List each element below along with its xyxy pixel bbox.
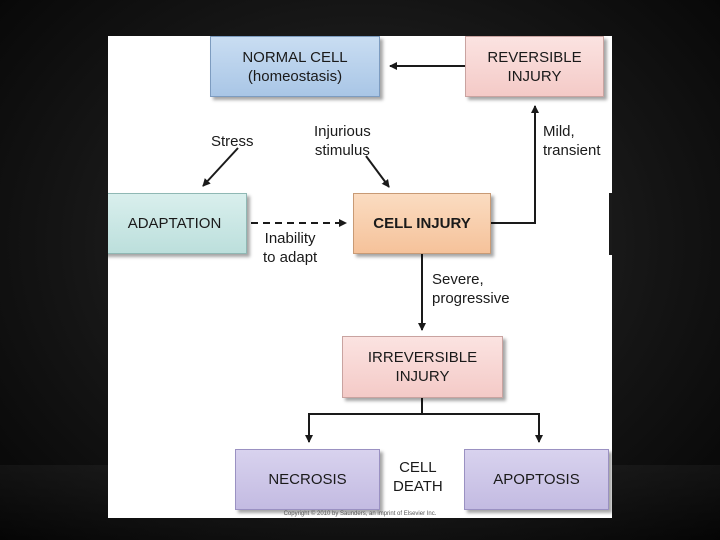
node-irreversible-injury: IRREVERSIBLE INJURY: [342, 336, 503, 398]
edge-label-stress: Stress: [211, 132, 254, 151]
edge-label-cell-death: CELL DEATH: [393, 458, 443, 496]
cropped-box-edge: [609, 193, 612, 255]
node-apoptosis-label: APOPTOSIS: [493, 471, 580, 488]
node-cell-injury: CELL INJURY: [353, 193, 491, 254]
node-irreversible-injury-line2: INJURY: [395, 368, 450, 385]
arrow-stress-to-adaptation: [202, 147, 239, 187]
node-normal-cell-title: NORMAL CELL: [242, 48, 348, 66]
edge-label-inability-line1: Inability: [264, 230, 316, 247]
node-adaptation: ADAPTATION: [108, 193, 247, 254]
edge-label-severe-progressive: Severe, progressive: [432, 270, 510, 308]
edge-label-mild-line1: Mild,: [543, 123, 575, 140]
node-adaptation-label: ADAPTATION: [127, 215, 222, 232]
node-cell-injury-label: CELL INJURY: [373, 215, 471, 232]
node-necrosis-label: NECROSIS: [268, 471, 347, 488]
edge-label-stress-text: Stress: [211, 133, 254, 150]
node-reversible-injury: REVERSIBLE INJURY: [465, 36, 604, 97]
node-necrosis: NECROSIS: [235, 449, 380, 510]
node-reversible-injury-line2: INJURY: [507, 67, 562, 85]
branch-irreversible-to-cell-death: [309, 398, 539, 415]
edge-label-inability-to-adapt: Inability to adapt: [263, 229, 317, 267]
node-normal-cell: NORMAL CELL (homeostasis): [210, 36, 380, 97]
edge-label-injurious-line1: Injurious: [314, 123, 371, 140]
edge-label-mild-line2: transient: [543, 142, 601, 159]
node-normal-cell-subtitle: (homeostasis): [247, 67, 343, 85]
edge-label-severe-line2: progressive: [432, 290, 510, 307]
node-reversible-injury-line1: REVERSIBLE: [487, 48, 582, 66]
arrow-layer: [202, 62, 543, 443]
copyright-notice: Copyright © 2010 by Saunders, an imprint…: [283, 511, 437, 517]
edge-label-inability-line2: to adapt: [263, 249, 318, 266]
edge-label-injurious-line2: stimulus: [314, 142, 370, 159]
edge-label-mild-transient: Mild, transient: [543, 122, 601, 160]
edge-label-cell-death-line1: CELL: [399, 459, 437, 476]
arrow-cell-injury-to-reversible: [491, 105, 539, 224]
edge-label-cell-death-line2: DEATH: [393, 478, 443, 495]
diagram-panel: NORMAL CELL (homeostasis) REVERSIBLE INJ…: [108, 36, 612, 518]
edge-label-injurious-stimulus: Injurious stimulus: [314, 122, 371, 160]
node-irreversible-injury-line1: IRREVERSIBLE: [367, 349, 478, 366]
node-apoptosis: APOPTOSIS: [464, 449, 609, 510]
arrow-injurious-stimulus-to-cell-injury: [365, 155, 390, 188]
edge-label-severe-line1: Severe,: [432, 271, 484, 288]
